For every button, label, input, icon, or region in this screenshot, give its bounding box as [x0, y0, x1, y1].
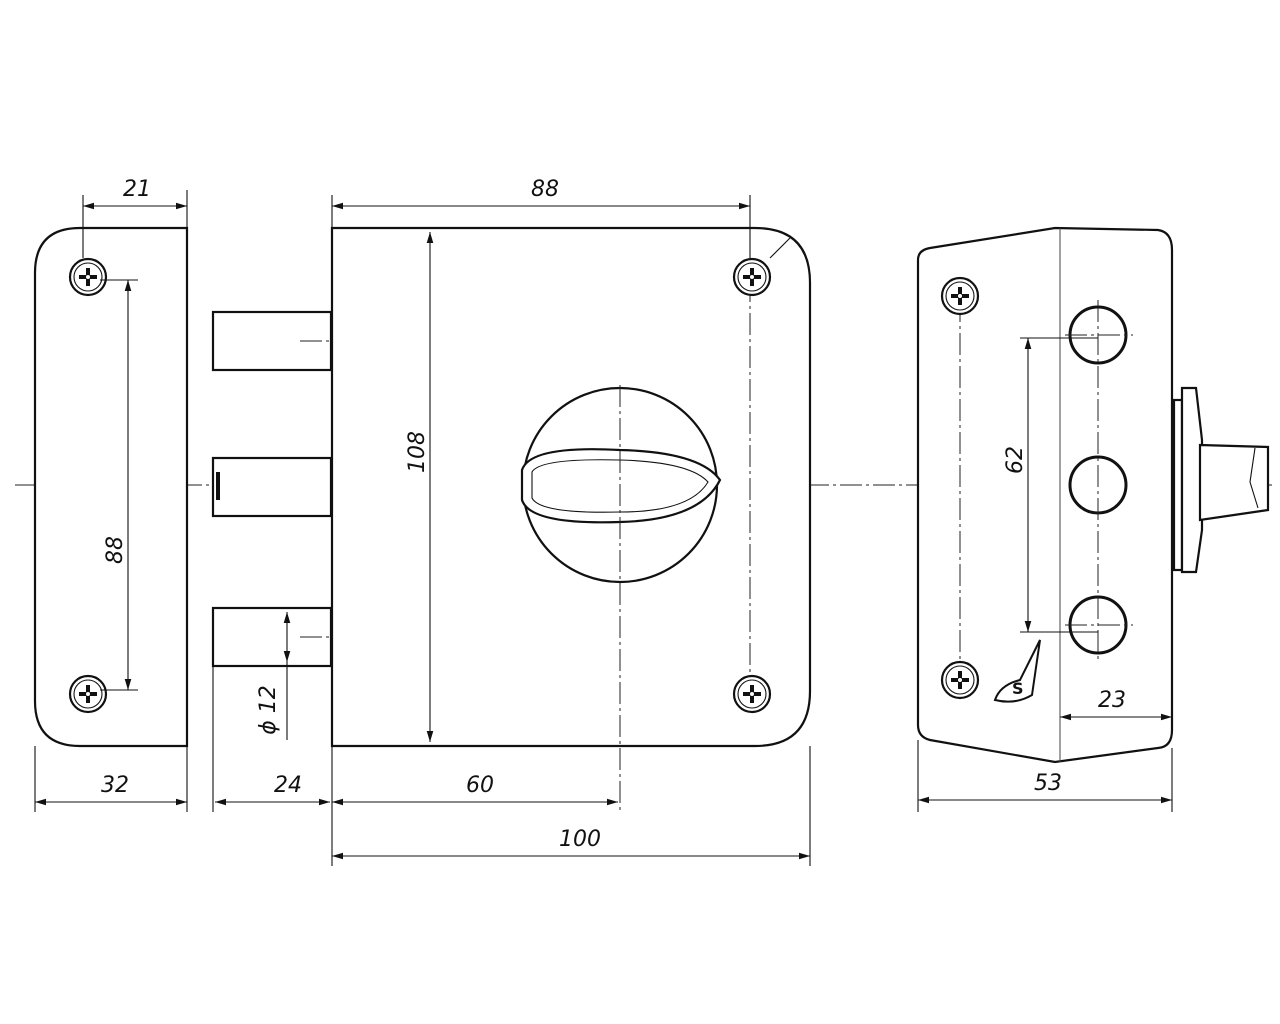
screw-icon — [940, 276, 980, 316]
dim-backset: 60 — [466, 773, 494, 798]
bolts: ϕ 12 24 — [211, 310, 365, 812]
screw-icon — [732, 257, 772, 297]
dim-body-width: 100 — [559, 827, 601, 852]
brand-logo: S — [993, 639, 1041, 703]
dim-bolt-spacing: 62 — [1003, 446, 1028, 474]
dim-plate-screw-offset: 21 — [123, 177, 151, 202]
thumb-turn-knob — [520, 385, 722, 812]
dim-plate-screw-spacing: 88 — [103, 536, 128, 564]
dim-body-height: 108 — [405, 431, 430, 473]
dim-plate-width: 32 — [101, 773, 129, 798]
dim-bolt-projection: 24 — [274, 773, 302, 798]
screw-icon — [68, 257, 108, 297]
strike-plate-view: 88 21 32 — [33, 177, 189, 812]
screw-icon — [732, 674, 772, 714]
dim-knob-offset: 23 — [1098, 688, 1126, 713]
screw-icon — [68, 674, 108, 714]
screw-icon — [940, 660, 980, 700]
dim-bolt-diameter: ϕ 12 — [256, 685, 281, 735]
lock-body-side-view: 62 S 23 53 — [916, 226, 1270, 812]
svg-text:S: S — [1012, 679, 1024, 698]
dim-body-screw-spacing: 88 — [531, 177, 559, 202]
bolt-holes — [1065, 300, 1133, 660]
dim-body-depth: 53 — [1034, 771, 1062, 796]
thumb-turn-side — [1172, 386, 1270, 574]
lock-body-front-view: 88 108 60 100 — [330, 177, 812, 866]
